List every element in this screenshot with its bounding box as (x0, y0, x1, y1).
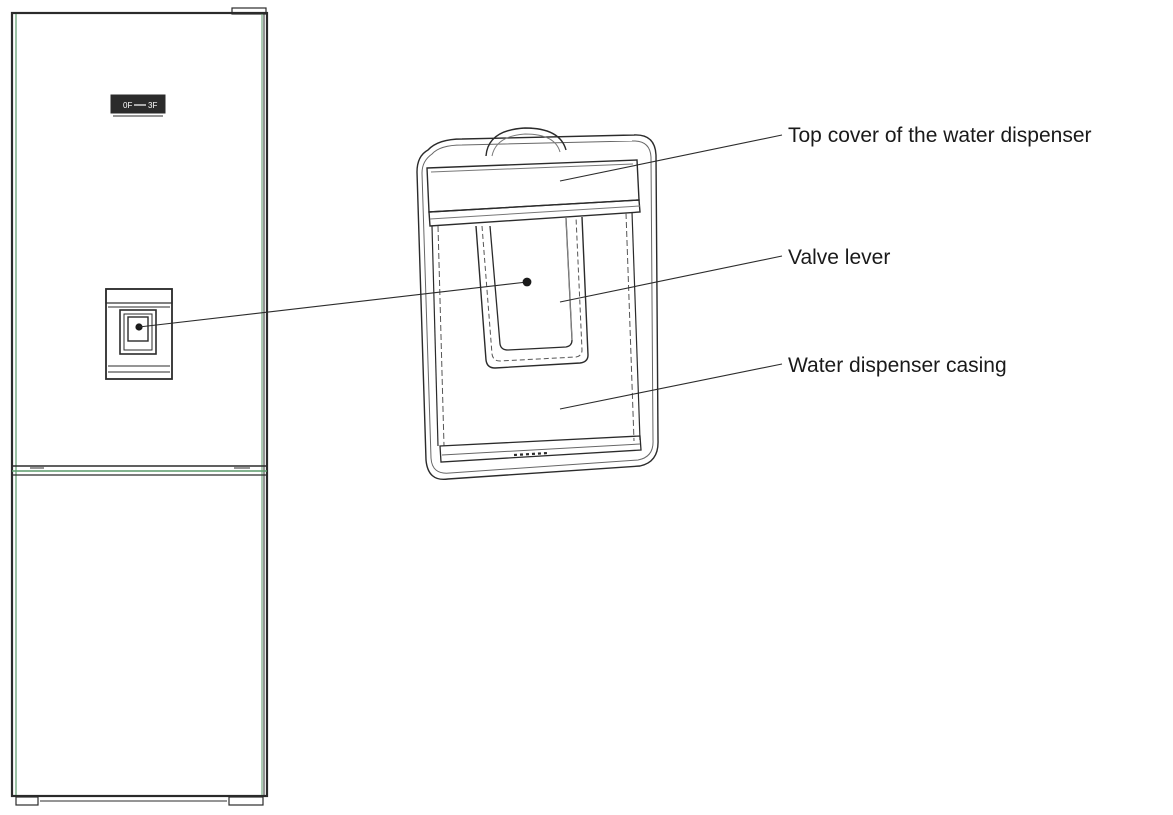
display-left-reading: 0F (123, 101, 132, 110)
enlarged-dispenser (416, 127, 659, 481)
display-panel (110, 94, 166, 117)
fridge-dispenser (105, 288, 173, 380)
valve-lever-point (522, 277, 532, 287)
casing-walls (431, 211, 641, 447)
dispenser-housing-outer (416, 134, 659, 481)
fridge-to-enlarged-leader (138, 281, 528, 328)
top-cover (426, 159, 641, 227)
valve-lever-leader (559, 255, 783, 303)
top-cover-leader (559, 134, 783, 182)
valve-lever (475, 216, 589, 369)
door-split (12, 465, 267, 476)
top-knob (485, 127, 567, 157)
refrigerator (10, 7, 269, 806)
label-water-dispenser-casing: Water dispenser casing (788, 354, 1007, 377)
fridge-cabinet (10, 11, 269, 798)
casing-leader (559, 363, 783, 410)
label-top-cover: Top cover of the water dispenser (788, 124, 1092, 147)
label-valve-lever: Valve lever (788, 246, 891, 269)
display-right-reading: 3F (148, 101, 157, 110)
leader-lines (138, 134, 783, 410)
drip-tray (439, 435, 642, 463)
fridge-feet (12, 795, 267, 806)
